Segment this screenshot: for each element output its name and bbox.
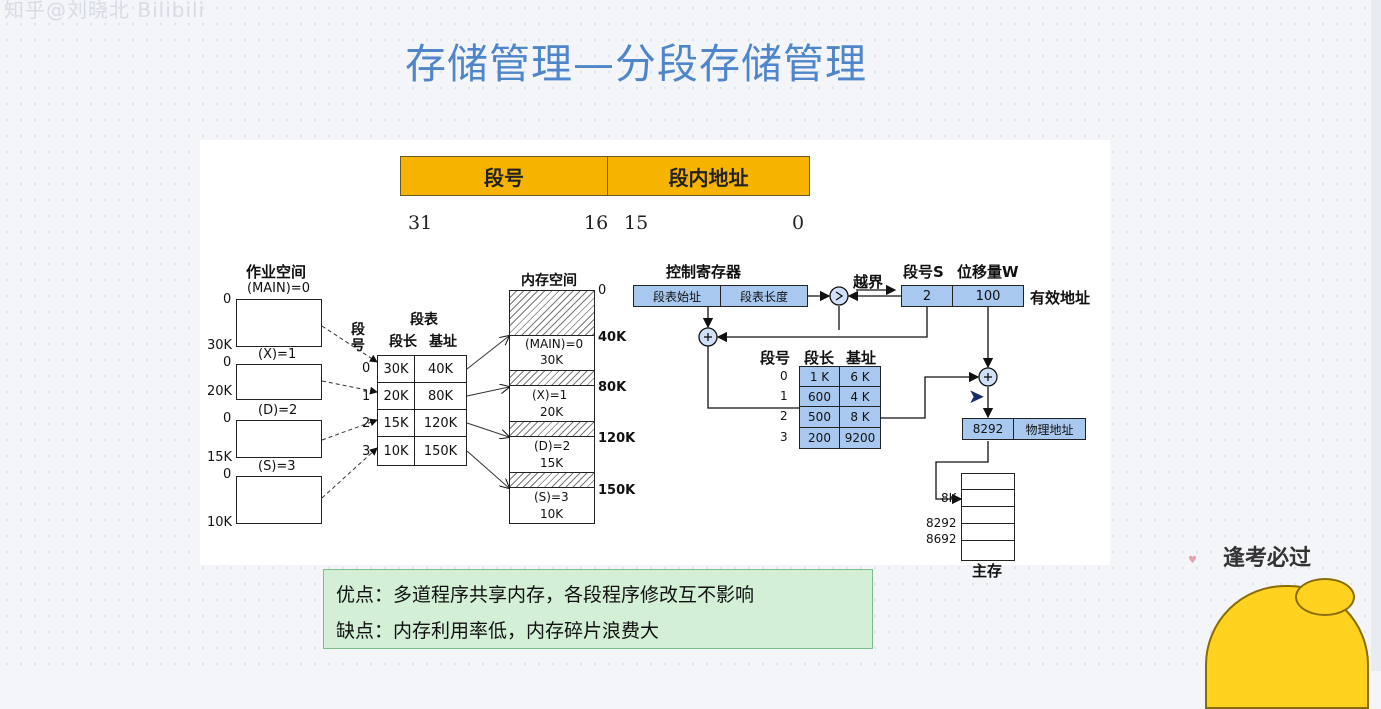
mem-space-title: 内存空间: [521, 273, 577, 289]
pros-text: 优点：多道程序共享内存，各段程序修改互不影响: [336, 584, 755, 606]
seg-row-len: 20K: [377, 382, 415, 410]
mem-mark-8292: 8292: [926, 516, 957, 530]
bit-16: 16: [584, 212, 609, 234]
seg-row-no: 0: [362, 361, 371, 376]
mem-block-size: 20K: [540, 405, 564, 419]
mem-addr-label: 80K: [598, 380, 627, 395]
cons-text: 缺点：内存利用率低，内存碎片浪费大: [336, 620, 660, 642]
mem-block-size: 30K: [540, 353, 564, 367]
job-space-title: 作业空间: [246, 263, 307, 281]
seg-table-title: 段表: [410, 312, 438, 328]
mem-block-label: (MAIN)=0: [525, 337, 584, 351]
heart-icon: ♥: [1188, 555, 1197, 566]
brand-logo-text: 逢考必过: [1223, 546, 1312, 571]
overflow-label: 越界: [853, 273, 884, 291]
offset-w-value: 100: [952, 285, 1024, 307]
segment-number-field: 段号: [401, 157, 608, 195]
control-register-title: 控制寄存器: [666, 263, 742, 281]
mem-block-label: (S)=3: [534, 490, 569, 504]
address-format-bar: 段号 段内地址: [400, 156, 810, 196]
seg-no-label: 段号: [351, 322, 365, 354]
job-segment-s: [236, 476, 322, 524]
rt-head-len: 段长: [804, 349, 835, 367]
bit-0: 0: [792, 212, 805, 234]
mem-top-addr: 0: [598, 283, 607, 298]
seg-row-no: 1: [362, 389, 371, 404]
segment-offset-field: 段内地址: [668, 165, 749, 190]
seg-row-base: 120K: [414, 409, 467, 437]
job-seg2-name: (D)=2: [258, 403, 298, 418]
job-seg1-name: (X)=1: [258, 347, 297, 362]
rt-row-base: 9200: [839, 427, 881, 449]
seg-row-no: 3: [362, 444, 371, 459]
seg-row-base: 40K: [414, 355, 467, 383]
job-main-label: (MAIN)=0: [247, 281, 310, 296]
seg-row-len: 15K: [377, 409, 415, 437]
slide-title: 存储管理—分段存储管理: [405, 40, 867, 88]
job-seg3-name: (S)=3: [258, 459, 296, 474]
mem-block-size: 10K: [540, 507, 564, 521]
job-seg0-top: 0: [223, 292, 232, 307]
diagram-connectors: [321, 284, 998, 505]
seg-col-base: 基址: [429, 334, 457, 350]
job-seg1-size: 20K: [207, 384, 233, 399]
mem-addr-label: 120K: [598, 431, 636, 446]
rt-row-no: 3: [780, 430, 788, 444]
rt-row-no: 2: [780, 409, 788, 423]
seg-row-base: 150K: [414, 436, 467, 466]
mem-mark-8692: 8692: [926, 532, 957, 546]
job-seg3-size: 10K: [207, 515, 233, 530]
mascot-ear: [1295, 578, 1355, 616]
rt-head-no: 段号: [760, 349, 791, 367]
rt-row-no: 0: [780, 369, 788, 383]
job-seg3-top: 0: [223, 467, 232, 482]
memory-free-block: [509, 290, 595, 336]
seg-s-label: 段号S: [903, 263, 944, 281]
mem-block-size: 15K: [540, 456, 564, 470]
physical-address-value: 8292: [962, 418, 1014, 440]
job-seg2-top: 0: [223, 411, 232, 426]
rt-row-base: 4 K: [839, 386, 881, 407]
mem-block-label: (X)=1: [532, 388, 568, 402]
mouse-cursor: ➤: [968, 384, 985, 408]
rt-row-len: 200: [799, 427, 840, 449]
main-memory-label: 主存: [972, 562, 1003, 580]
job-seg0-size: 30K: [207, 338, 233, 353]
rt-row-no: 1: [780, 389, 788, 403]
offset-w-label: 位移量W: [957, 263, 1019, 281]
memory-free-block: [509, 370, 595, 386]
seg-row-no: 2: [362, 416, 371, 431]
ctrl-table-length: 段表长度: [720, 285, 808, 307]
job-segment-main: [236, 299, 322, 347]
watermark: 知乎@刘晓北 Bilibili: [4, 0, 206, 22]
mem-addr-label: 150K: [598, 483, 636, 498]
seg-row-base: 80K: [414, 382, 467, 410]
seg-col-len: 段长: [389, 334, 417, 350]
physical-address-label: 物理地址: [1013, 418, 1086, 440]
pros-cons-box: 优点：多道程序共享内存，各段程序修改互不影响 缺点：内存利用率低，内存碎片浪费大: [323, 569, 873, 649]
mem-block-label: (D)=2: [534, 439, 571, 453]
job-segment-x: [236, 364, 322, 400]
bit-31: 31: [408, 212, 433, 234]
rt-head-base: 基址: [846, 349, 877, 367]
scrollbar[interactable]: [1371, 0, 1381, 671]
main-memory-row: [961, 523, 1015, 541]
job-seg1-top: 0: [223, 355, 232, 370]
memory-free-block: [509, 421, 595, 437]
job-seg2-size: 15K: [207, 450, 233, 465]
bit-15: 15: [624, 212, 649, 234]
mem-addr-label: 40K: [598, 330, 627, 345]
valid-address-label: 有效地址: [1030, 289, 1091, 307]
job-segment-d: [236, 420, 322, 458]
